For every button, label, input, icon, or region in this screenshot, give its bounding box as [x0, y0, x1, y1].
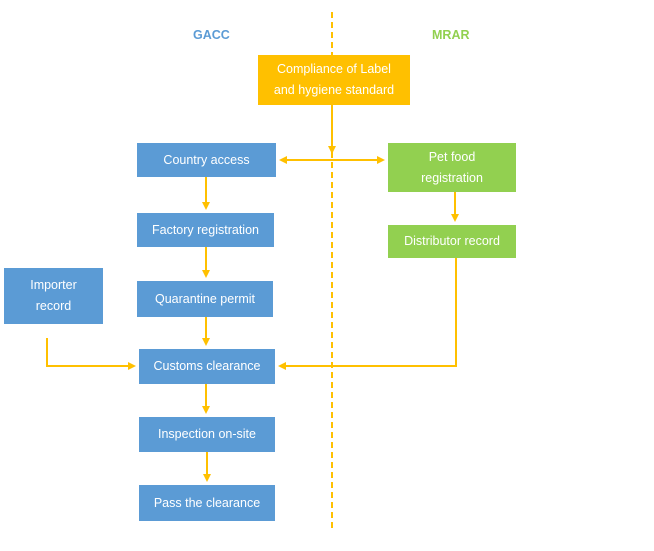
gacc-column-label: GACC [193, 28, 230, 42]
factory-registration-node: Factory registration [137, 213, 274, 247]
factory-registration-text: Factory registration [152, 222, 259, 237]
pass-the-clearance-node: Pass the clearance [139, 485, 275, 521]
compliance-standard-text: Compliance of Label and hygiene standard [273, 62, 395, 97]
distributor-record-text: Distributor record [404, 234, 500, 248]
quarantine-permit-text: Quarantine permit [154, 291, 256, 306]
customs-clearance-node: Customs clearance [139, 349, 275, 384]
quarantine-permit-node: Quarantine permit [137, 281, 273, 317]
connector-importer-customs [46, 338, 136, 370]
connector-distributor-customs [278, 258, 457, 370]
country-access-text: Country access [163, 152, 250, 167]
pet-food-registration-text: Pet food registration [421, 149, 483, 185]
compliance-standard-node: Compliance of Label and hygiene standard [258, 55, 410, 105]
country-access-node: Country access [137, 143, 276, 177]
inspection-on-site-node: Inspection on-site [139, 417, 275, 452]
inspection-on-site-text: Inspection on-site [158, 427, 256, 441]
pass-the-clearance-text: Pass the clearance [153, 495, 261, 510]
customs-clearance-text: Customs clearance [153, 359, 261, 373]
importer-record-text: Importer record [30, 278, 77, 313]
importer-record-node: Importer record [4, 268, 103, 324]
mrar-column-label: MRAR [432, 28, 470, 42]
distributor-record-node: Distributor record [388, 225, 516, 258]
pet-food-registration-node: Pet food registration [388, 143, 516, 192]
